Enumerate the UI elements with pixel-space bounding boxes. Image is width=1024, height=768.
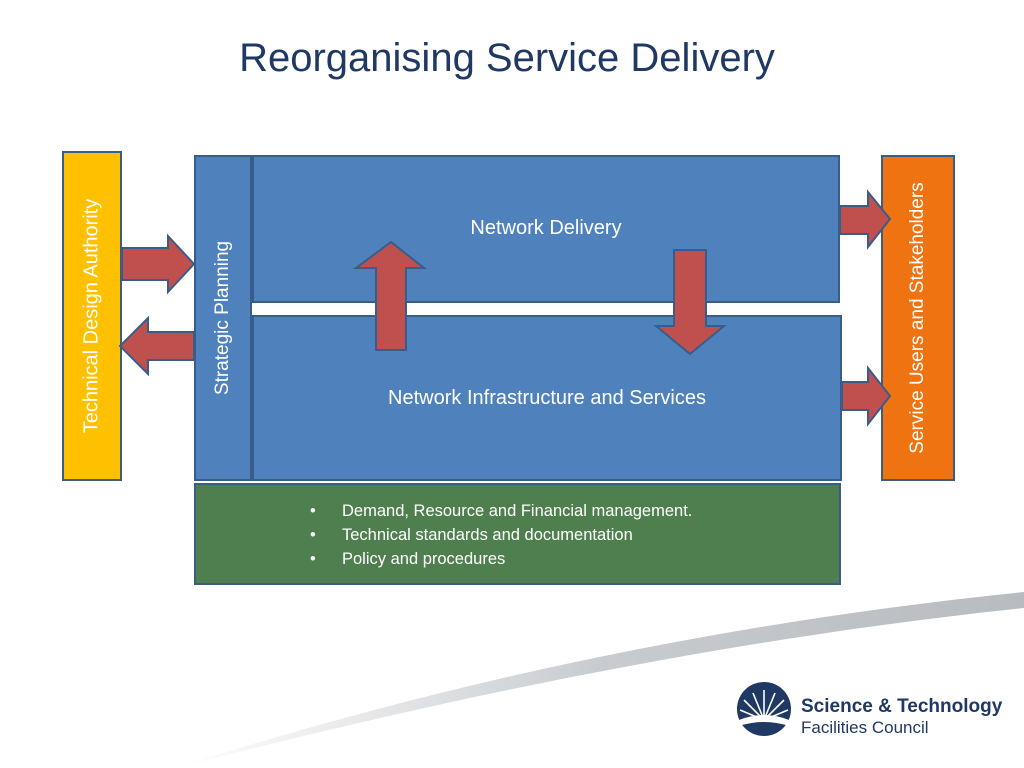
strategic-planning-box: Strategic Planning: [194, 155, 252, 481]
network-delivery-label: Network Delivery: [470, 217, 622, 239]
technical-design-authority-label: Technical Design Authority: [80, 198, 103, 434]
management-box: •Demand, Resource and Financial manageme…: [194, 483, 841, 585]
network-delivery-box: Network Delivery: [252, 155, 840, 303]
management-bullet-2: Technical standards and documentation: [342, 526, 633, 544]
list-item: •Demand, Resource and Financial manageme…: [310, 502, 693, 520]
list-item: •Policy and procedures: [310, 550, 506, 568]
management-bullet-1: Demand, Resource and Financial managemen…: [342, 502, 693, 520]
slide-title: Reorganising Service Delivery: [239, 36, 775, 80]
service-users-label: Service Users and Stakeholders: [907, 182, 928, 454]
network-infrastructure-box: Network Infrastructure and Services: [252, 315, 842, 481]
stfc-logo-text: Science & Technology Facilities Council: [801, 696, 1002, 738]
logo-line-2: Facilities Council: [801, 718, 929, 737]
arrow-strategic-to-tda: [118, 315, 195, 377]
stfc-logo: Science & Technology Facilities Council: [735, 680, 1005, 740]
stfc-emblem-icon: [737, 682, 791, 736]
arrow-tda-to-strategic: [121, 233, 196, 295]
technical-design-authority-box: Technical Design Authority: [62, 151, 122, 481]
network-infrastructure-label: Network Infrastructure and Services: [388, 387, 706, 409]
strategic-planning-label: Strategic Planning: [212, 240, 233, 396]
management-bullet-3: Policy and procedures: [342, 550, 506, 568]
list-item: •Technical standards and documentation: [310, 526, 633, 544]
logo-line-1: Science & Technology: [801, 696, 1003, 717]
service-users-box: Service Users and Stakeholders: [881, 155, 955, 481]
management-list: •Demand, Resource and Financial manageme…: [308, 499, 692, 571]
